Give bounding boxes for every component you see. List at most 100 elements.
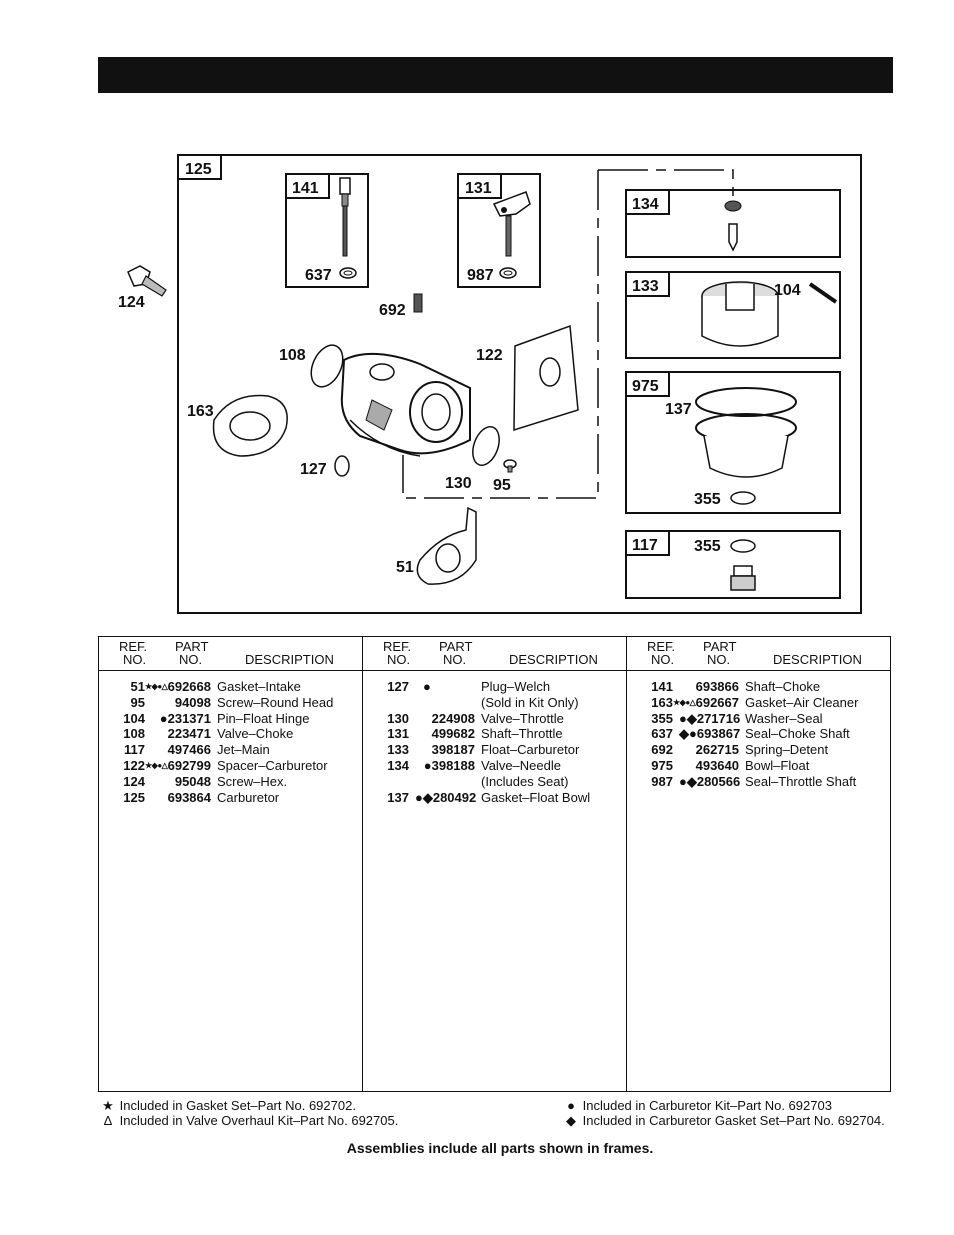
- footnote-carburetor-gasket-set: ◆ Included in Carburetor Gasket Set–Part…: [563, 1113, 885, 1129]
- callout-163: 163: [187, 403, 214, 420]
- callout-637: 637: [305, 267, 332, 284]
- callout-987: 987: [467, 267, 494, 284]
- callout-355a: 355: [694, 491, 721, 508]
- frame-label-125: 125: [185, 161, 212, 178]
- header-part-no: NO.: [443, 652, 467, 667]
- detent-spring-icon: [413, 293, 423, 313]
- callout-137: 137: [665, 401, 692, 418]
- header-ref: REF.: [119, 639, 148, 654]
- note-marks: ★◆●△: [145, 682, 168, 691]
- callout-692: 692: [379, 302, 406, 319]
- frame-label-975: 975: [632, 378, 659, 395]
- header-part: PART: [703, 639, 737, 654]
- frame-label-117: 117: [632, 537, 658, 554]
- washer-355-icon: [730, 491, 756, 505]
- footnote-gasket-set: ★ Included in Gasket Set–Part No. 692702…: [100, 1098, 356, 1114]
- star-icon: ★: [102, 1098, 114, 1113]
- parts-table: REF. NO. PART NO. DESCRIPTION 51★◆●△6926…: [98, 636, 891, 1092]
- header-description: DESCRIPTION: [773, 652, 862, 667]
- frame-label-134: 134: [632, 196, 659, 213]
- spacer-icon: [513, 324, 579, 432]
- parts-column-1: REF. NO. PART NO. DESCRIPTION 51★◆●△6926…: [99, 637, 362, 1091]
- table-row: (Includes Seat): [481, 773, 569, 789]
- frame-117: [625, 530, 841, 599]
- float-pin-icon: [808, 282, 838, 304]
- callout-95: 95: [493, 477, 511, 494]
- callout-108: 108: [279, 347, 306, 364]
- callout-104: 104: [774, 282, 801, 299]
- diamond-icon: ◆: [566, 1113, 576, 1128]
- callout-122: 122: [476, 347, 503, 364]
- column-header: REF. NO. PART NO. DESCRIPTION: [363, 637, 626, 671]
- carburetor-body-icon: [340, 352, 471, 457]
- seal-637-icon: [339, 267, 357, 279]
- header-ref-no: NO.: [651, 652, 675, 667]
- dot-icon: ●: [567, 1098, 575, 1113]
- welch-plug-icon: [334, 455, 350, 477]
- washer-355b-icon: [730, 539, 756, 553]
- frame-975: [625, 371, 841, 514]
- hex-screw-icon: [127, 265, 167, 297]
- header-part: PART: [175, 639, 209, 654]
- column-header: REF. NO. PART NO. DESCRIPTION: [627, 637, 890, 671]
- frame-133: [625, 271, 841, 359]
- footnote-carburetor-kit: ● Included in Carburetor Kit–Part No. 69…: [563, 1098, 832, 1113]
- air-cleaner-gasket-icon: [212, 394, 288, 457]
- main-jet-icon: [730, 565, 756, 591]
- frame-125: [177, 154, 862, 614]
- header-part-no: NO.: [707, 652, 731, 667]
- exploded-view-diagram: 125 141 637 131 987 134 133 104: [118, 154, 862, 614]
- table-row: (Sold in Kit Only): [481, 694, 579, 710]
- callout-355b: 355: [694, 538, 721, 555]
- header-ref-no: NO.: [387, 652, 411, 667]
- choke-shaft-icon: [339, 177, 351, 257]
- throttle-shaft-icon: [492, 191, 531, 257]
- callout-127: 127: [300, 461, 327, 478]
- header-description: DESCRIPTION: [245, 652, 334, 667]
- float-bowl-icon: [695, 387, 797, 478]
- header-description: DESCRIPTION: [509, 652, 598, 667]
- header-ref-no: NO.: [123, 652, 147, 667]
- needle-valve-icon: [724, 200, 742, 252]
- footnote-valve-kit: Δ Included in Valve Overhaul Kit–Part No…: [100, 1113, 399, 1128]
- choke-valve-icon: [310, 344, 344, 388]
- callout-124: 124: [118, 294, 145, 311]
- header-ref: REF.: [383, 639, 412, 654]
- frame-label-131: 131: [465, 180, 492, 197]
- seal-987-icon: [499, 267, 517, 279]
- title-bar: [98, 57, 893, 93]
- frame-label-141: 141: [292, 180, 319, 197]
- round-head-screw-icon: [503, 459, 517, 473]
- float-icon: [701, 281, 779, 347]
- header-part: PART: [439, 639, 473, 654]
- frame-134: [625, 189, 841, 258]
- parts-column-2: REF. NO. PART NO. DESCRIPTION 127●Plug–W…: [362, 637, 626, 1091]
- assemblies-note: Assemblies include all parts shown in fr…: [346, 1140, 654, 1156]
- frame-label-133: 133: [632, 278, 659, 295]
- intake-gasket-icon: [416, 506, 477, 585]
- table-row: 127●Plug–Welch: [387, 679, 551, 694]
- triangle-icon: Δ: [103, 1113, 113, 1128]
- throttle-valve-icon: [472, 426, 500, 466]
- column-header: REF. NO. PART NO. DESCRIPTION: [99, 637, 362, 671]
- callout-51: 51: [396, 559, 414, 576]
- header-part-no: NO.: [179, 652, 203, 667]
